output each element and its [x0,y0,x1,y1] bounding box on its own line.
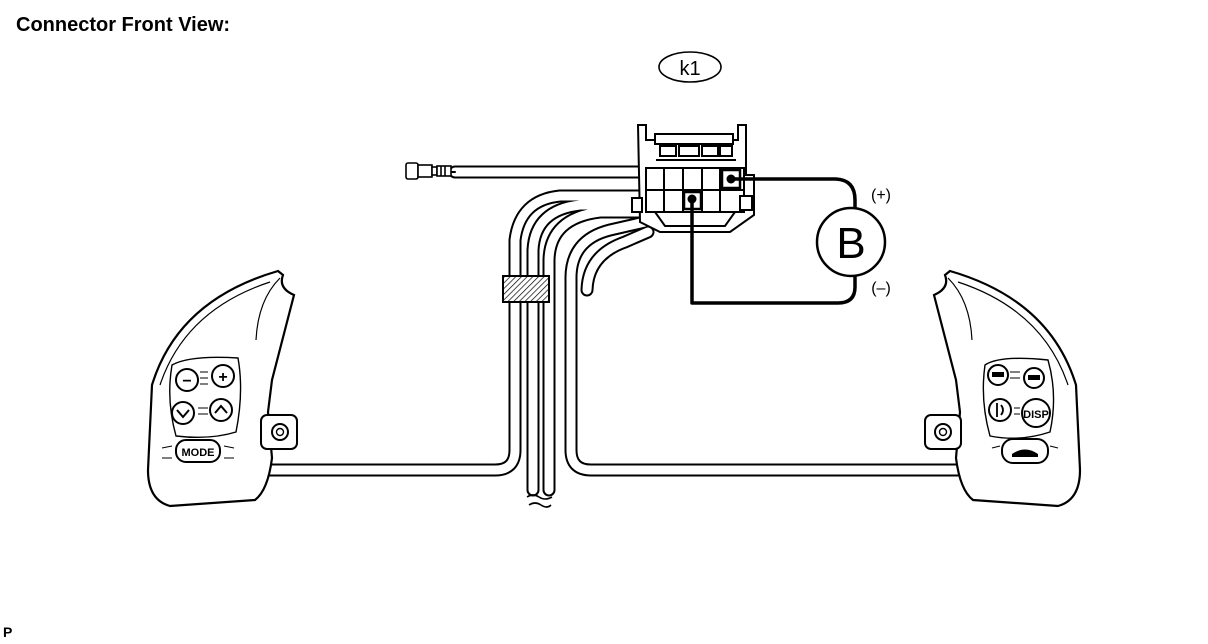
lead-plug [405,162,452,180]
connector-body [631,124,755,233]
meter-symbol: B [815,206,887,278]
harness-tape [502,275,550,303]
connector-label-bubble: k1 [658,51,722,83]
disp-button-label: DISP [1023,409,1049,421]
phone-on-icon [992,372,1004,377]
right-steering-pad-switch: DISP [924,269,1082,508]
wire-harness [261,165,967,497]
voice-icon [996,403,1004,417]
seek-down-icon [176,409,190,419]
footer-code: P [3,624,13,640]
mode-button-label: MODE [182,447,215,459]
diagram-title: Connector Front View: [16,14,231,36]
wire-cut-ends [526,494,553,508]
volume-up-symbol: + [218,369,227,386]
volume-down-symbol: − [182,373,191,390]
positive-polarity-label: (+) [871,187,891,204]
measurement-leads [690,177,857,305]
phone-off-icon [1028,375,1040,380]
connector-label: k1 [679,58,700,80]
telephone-icon [1012,449,1038,457]
meter-letter: B [836,219,865,268]
left-steering-pad-switch: − + MODE [146,269,298,508]
negative-polarity-label: (–) [871,280,891,297]
seek-up-icon [214,404,228,414]
